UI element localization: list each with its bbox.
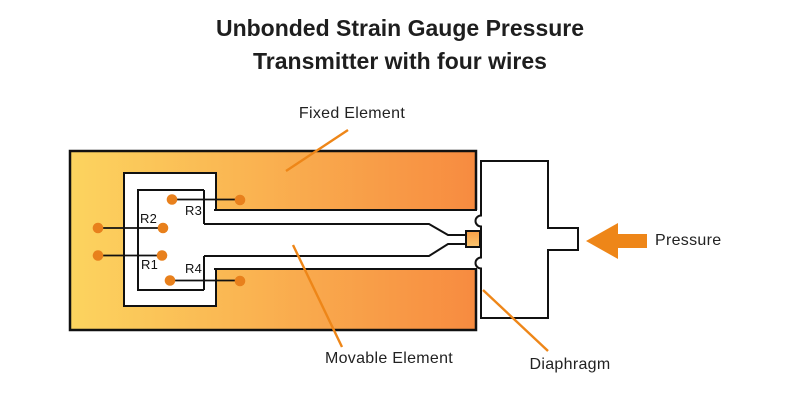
movable-element-label: Movable Element: [324, 350, 454, 367]
diaphragm-label: Diaphragm: [529, 356, 611, 373]
leader-line-movable-element: [291, 244, 344, 348]
beam-channel: [213, 210, 481, 269]
leader-line-diaphragm: [482, 289, 549, 352]
gauge-frame: [137, 189, 205, 291]
movable-beam: [204, 223, 466, 257]
terminal-dot-r3: [166, 194, 178, 205]
diagram-title: Unbonded Strain Gauge Pressure Transmitt…: [0, 12, 800, 78]
terminal-dot: [234, 275, 246, 287]
gauge-label-r1: R1: [141, 257, 159, 272]
gauge-wires: [98, 198, 240, 282]
terminal-dot: [92, 250, 104, 261]
gauge-label-r4: R4: [185, 261, 203, 276]
terminal-dot-r2: [157, 222, 169, 234]
terminal-dot: [92, 222, 104, 234]
beam-channel-edges: [214, 209, 477, 270]
leader-line-fixed-element: [285, 128, 349, 173]
terminal-dot-r4: [164, 275, 176, 286]
fixed-element-label: Fixed Element: [298, 105, 406, 122]
diagram-title-line2: Transmitter with four wires: [253, 48, 547, 74]
gauge-label-r2: R2: [140, 211, 158, 226]
pressure-arrow-icon: [586, 223, 647, 259]
pressure-label: Pressure: [655, 232, 722, 249]
beam-tip-block: [465, 230, 481, 248]
terminal-dot: [234, 194, 246, 206]
diaphragm-housing: [474, 160, 579, 319]
diagram-title-line1: Unbonded Strain Gauge Pressure: [215, 15, 585, 41]
terminal-dot-r1: [156, 250, 168, 261]
gauge-label-r3: R3: [185, 203, 203, 218]
